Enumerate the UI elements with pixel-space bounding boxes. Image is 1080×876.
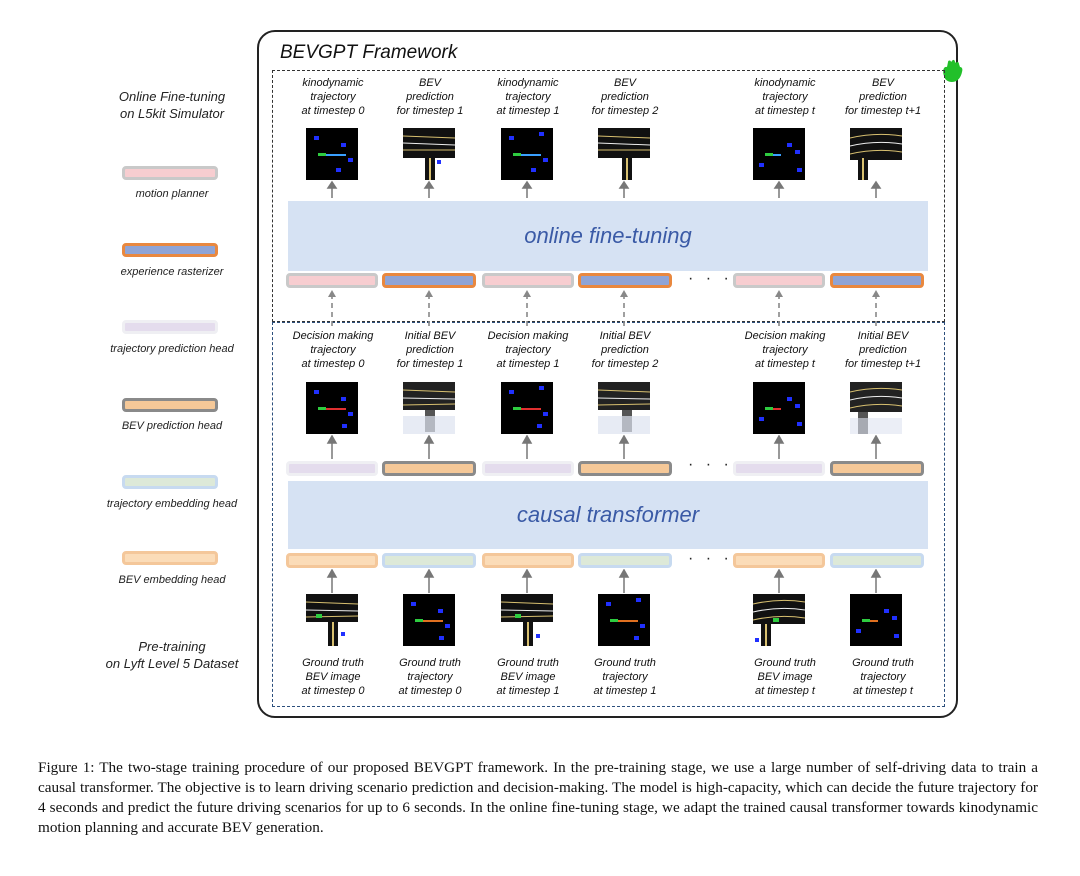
online-arrows: [272, 180, 945, 200]
bev-prediction-bar-3: [578, 461, 672, 476]
online-section: [272, 70, 945, 322]
pretrain-input-label-1: Ground truth trajectory at timestep 0: [398, 657, 462, 697]
legend-label-bev-embedding-head: BEV embedding head: [118, 574, 226, 586]
pretrain-input-label-0: Ground truth BEV image at timestep 0: [301, 657, 365, 697]
online-label-4: kinodynamic trajectory at timestep t: [754, 77, 816, 117]
pretrain-trajectory-image-4: [753, 382, 805, 434]
online-ellipsis: · · ·: [688, 270, 733, 287]
hand-icon: [938, 58, 966, 86]
online-label-1: BEV prediction for timestep 1: [396, 77, 464, 117]
ground-truth-bev-image-0: [306, 594, 358, 646]
bev-embedding-bar-0: [286, 553, 378, 568]
trajectory-prediction-bar-0: [286, 461, 378, 476]
legend-label-trajectory-prediction-head: trajectory prediction head: [110, 343, 234, 355]
legend-bar-bev-embedding-head: [122, 551, 218, 565]
online-label-2: kinodynamic trajectory at timestep 1: [496, 77, 560, 117]
pretrain-input-label-5: Ground truth trajectory at timestep t: [852, 657, 914, 697]
online-bev-image-3: [598, 128, 650, 180]
pretrain-output-label-3: Initial BEV prediction for timestep 2: [591, 330, 659, 370]
pretrain-input-label-3: Ground truth trajectory at timestep 1: [593, 657, 657, 697]
trajectory-embedding-bar-1: [382, 553, 476, 568]
online-rasterizer-bar-1: [382, 273, 476, 288]
pretrain-input-ellipsis: · · ·: [688, 550, 733, 567]
pretrain-input-label-2: Ground truth BEV image at timestep 1: [496, 657, 560, 697]
online-label-5: BEV prediction for timestep t+1: [844, 77, 922, 117]
legend-bar-bev-prediction-head: [122, 398, 218, 412]
online-trajectory-image-0: [306, 128, 358, 180]
legend-label-trajectory-embedding-head: trajectory embedding head: [106, 498, 238, 510]
bev-embedding-bar-2: [482, 553, 574, 568]
online-trajectory-image-4: [753, 128, 805, 180]
online-motion-planner-bar-0: [286, 273, 378, 288]
online-bev-image-5: [850, 128, 902, 180]
figure-caption: Figure 1: The two-stage training procedu…: [38, 759, 1038, 836]
pretrain-trajectory-image-2: [501, 382, 553, 434]
pretrain-output-label-0: Decision making trajectory at timestep 0: [292, 330, 374, 370]
transfer-arrows: [272, 288, 945, 328]
ground-truth-trajectory-image-1: [403, 594, 455, 646]
pretrain-input-arrows: [272, 568, 945, 595]
legend-label-bev-prediction-head: BEV prediction head: [121, 420, 223, 432]
legend-bar-trajectory-embedding-head: [122, 475, 218, 489]
ground-truth-bev-image-2: [501, 594, 553, 646]
online-rasterizer-bar-5: [830, 273, 924, 288]
online-fine-tuning-text: online fine-tuning: [524, 223, 692, 248]
online-bev-image-1: [403, 128, 455, 180]
legend-bar-motion-planner: [122, 166, 218, 180]
ground-truth-trajectory-image-3: [598, 594, 650, 646]
ground-truth-bev-image-4: [753, 594, 805, 646]
legend-label-experience-rasterizer: experience rasterizer: [120, 266, 224, 278]
pretrain-section: [272, 322, 945, 707]
pretrain-output-label-4: Decision making trajectory at timestep t: [744, 330, 826, 370]
online-label-3: BEV prediction for timestep 2: [591, 77, 659, 117]
framework-frame: [257, 30, 958, 718]
pretrain-output-label-5: Initial BEV prediction for timestep t+1: [844, 330, 922, 370]
pretrain-output-arrows: [272, 434, 945, 461]
legend-label-motion-planner: motion planner: [135, 188, 209, 200]
causal-transformer-band: causal transformer: [288, 481, 928, 549]
pretrain-bev-image-3: [598, 382, 650, 434]
bev-prediction-bar-5: [830, 461, 924, 476]
trajectory-embedding-bar-3: [578, 553, 672, 568]
online-fine-tuning-band: online fine-tuning: [288, 201, 928, 271]
pretrain-bev-image-1: [403, 382, 455, 434]
stage-online-label: Online Fine-tuning on L5kit Simulator: [118, 89, 226, 121]
pretrain-output-label-2: Decision making trajectory at timestep 1: [487, 330, 569, 370]
pretrain-bev-image-5: [850, 382, 902, 434]
online-label-0: kinodynamic trajectory at timestep 0: [301, 77, 365, 117]
legend-bar-experience-rasterizer: [122, 243, 218, 257]
online-rasterizer-bar-3: [578, 273, 672, 288]
bev-prediction-bar-1: [382, 461, 476, 476]
causal-transformer-text: causal transformer: [516, 502, 700, 527]
legend-bar-trajectory-prediction-head: [122, 320, 218, 334]
online-motion-planner-bar-2: [482, 273, 574, 288]
pretrain-output-label-1: Initial BEV prediction for timestep 1: [396, 330, 464, 370]
online-motion-planner-bar-4: [733, 273, 825, 288]
pretrain-trajectory-image-0: [306, 382, 358, 434]
trajectory-prediction-bar-4: [733, 461, 825, 476]
framework-title: BEVGPT Framework: [280, 42, 458, 63]
bev-embedding-bar-4: [733, 553, 825, 568]
online-trajectory-image-2: [501, 128, 553, 180]
ground-truth-trajectory-image-5: [850, 594, 902, 646]
pretrain-output-ellipsis: · · ·: [688, 456, 733, 473]
trajectory-prediction-bar-2: [482, 461, 574, 476]
pretrain-input-label-4: Ground truth BEV image at timestep t: [754, 657, 816, 697]
stage-pretrain-label: Pre-training on Lyft Level 5 Dataset: [105, 639, 239, 671]
trajectory-embedding-bar-5: [830, 553, 924, 568]
